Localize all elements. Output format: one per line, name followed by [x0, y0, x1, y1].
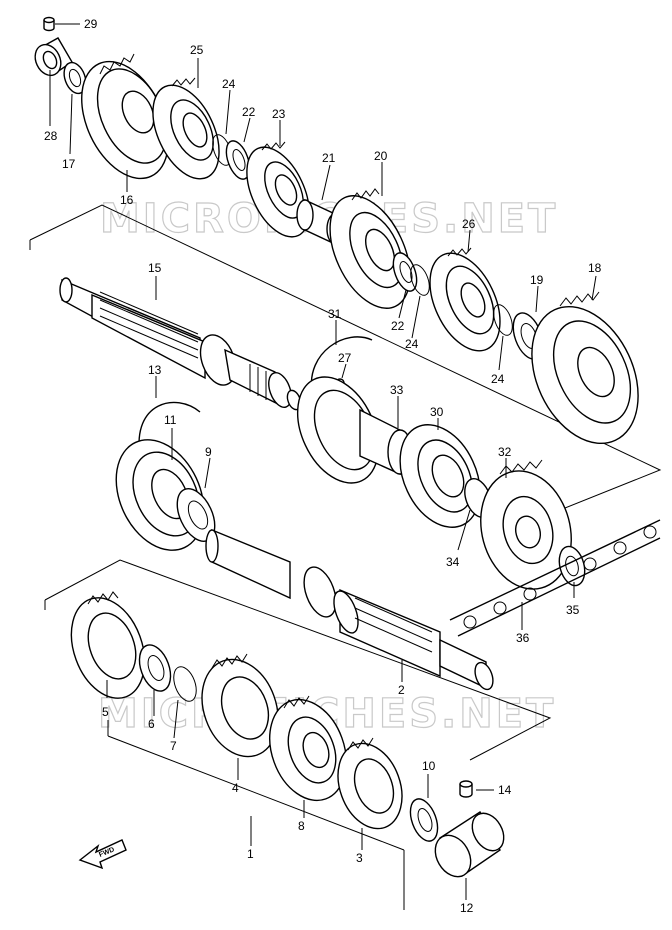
- part-22-washer-top: [225, 140, 251, 180]
- callout-29: 29: [84, 17, 98, 31]
- callout-34: 34: [446, 555, 460, 569]
- callout-19: 19: [530, 273, 544, 287]
- part-12-bearing-housing: [434, 810, 505, 878]
- part-5-gear: [70, 591, 146, 699]
- part-11-bearing: [115, 439, 205, 551]
- callout-3: 3: [356, 851, 363, 865]
- part-10-washer: [409, 798, 439, 842]
- countershaft-group-frame: [29, 204, 662, 513]
- part-35-lock-plate: [558, 545, 586, 587]
- callout-27: 27: [338, 351, 352, 365]
- part-28-bearing-housing: [34, 37, 73, 77]
- part-13-circlip: [138, 401, 201, 457]
- callout-33: 33: [390, 383, 404, 397]
- callout-13: 13: [148, 363, 162, 377]
- callout-14: 14: [498, 783, 512, 797]
- part-25-gear: [152, 77, 220, 180]
- part-26-gear: [429, 247, 501, 352]
- callout-12: 12: [460, 901, 474, 915]
- part-24-circlip-low: [493, 304, 513, 336]
- part-2-driveshaft: [205, 528, 494, 691]
- part-8-gear: [269, 695, 347, 802]
- part-7-circlip: [173, 666, 197, 702]
- part-36-drive-chain: [449, 519, 661, 637]
- callout-23: 23: [272, 107, 286, 121]
- callout-17: 17: [62, 157, 76, 171]
- callout-36: 36: [516, 631, 530, 645]
- part-29-pin: [43, 16, 55, 32]
- part-30-oil-seal: [399, 424, 481, 528]
- callout-6: 6: [148, 717, 155, 731]
- callout-30: 30: [430, 405, 444, 419]
- callout-18: 18: [588, 261, 602, 275]
- callout-25: 25: [190, 43, 204, 57]
- callout-9: 9: [205, 445, 212, 459]
- callout-10: 10: [422, 759, 436, 773]
- callout-26: 26: [462, 217, 476, 231]
- callout-4: 4: [232, 781, 239, 795]
- part-23-gear: [246, 141, 310, 238]
- part-4-gear: [201, 653, 279, 758]
- callout-5: 5: [102, 705, 109, 719]
- callout-24-low: 24: [491, 372, 505, 386]
- callout-35: 35: [566, 603, 580, 617]
- fwd-arrow-icon: FWD: [78, 839, 127, 870]
- part-3-gear: [337, 737, 403, 830]
- callout-15: 15: [148, 261, 162, 275]
- part-14-pin: [459, 780, 473, 798]
- part-6-washer: [138, 644, 172, 692]
- part-15-countershaft: [59, 277, 302, 411]
- callout-31: 31: [328, 307, 342, 321]
- callout-24-top: 24: [222, 77, 236, 91]
- part-32-sprocket: [480, 459, 572, 590]
- callout-24-mid: 24: [405, 337, 419, 351]
- callout-8: 8: [298, 819, 305, 833]
- callout-32: 32: [498, 445, 512, 459]
- callout-11: 11: [164, 413, 177, 427]
- callout-22-mid: 22: [391, 319, 405, 333]
- callout-22-top: 22: [242, 105, 256, 119]
- callout-28: 28: [44, 129, 58, 143]
- callout-21: 21: [322, 151, 336, 165]
- part-22-washer-mid: [392, 252, 418, 292]
- part-17-washer: [63, 61, 87, 95]
- part-9-washer: [176, 488, 216, 542]
- callout-20: 20: [374, 149, 388, 163]
- callout-leaders: [49, 23, 597, 900]
- part-24-circlip-mid: [410, 264, 430, 296]
- callout-7: 7: [170, 739, 177, 753]
- callout-1: 1: [247, 847, 254, 861]
- part-18-gear: [531, 291, 639, 445]
- callout-2: 2: [398, 683, 405, 697]
- driveshaft-group-frame: [44, 559, 552, 910]
- part-20-gear: [329, 188, 411, 309]
- callout-labels: 29 28 17 16 25 24 22 23 21 20 26 18 19 2…: [44, 17, 602, 915]
- callout-16: 16: [120, 193, 134, 207]
